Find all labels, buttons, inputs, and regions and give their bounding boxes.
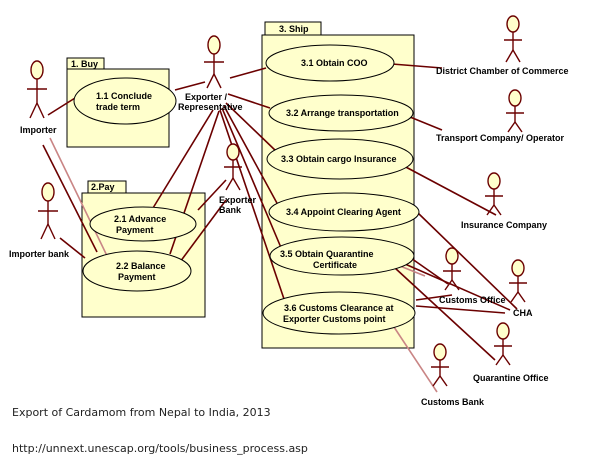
use-case-2-2: 2.2 Balance Payment xyxy=(82,250,192,292)
cha-figure xyxy=(509,259,527,303)
quarantine-figure xyxy=(494,322,512,366)
customs-bank-figure xyxy=(431,343,449,387)
package-pay-label: 2.Pay xyxy=(91,182,115,192)
package-pay: 2.Pay xyxy=(81,180,206,318)
use-case-3-3: 3.3 Obtain cargo Insurance xyxy=(266,138,414,180)
actor-customs-office: Customs Office xyxy=(439,247,506,305)
use-case-3-1: 3.1 Obtain COO xyxy=(265,44,395,82)
use-case-2-1-line1: 2.1 Advance xyxy=(114,214,166,224)
actor-importer-bank: Importer bank xyxy=(9,182,70,259)
exporter-label-line2: Representative xyxy=(178,102,243,112)
chamber-label: District Chamber of Commerce xyxy=(436,66,569,76)
use-case-3-2-line1: 3.2 Arrange transportation xyxy=(286,108,399,118)
actor-transport: Transport Company/ Operator xyxy=(436,89,565,143)
package-buy-label: 1. Buy xyxy=(71,59,98,69)
actor-exporter: Exporter / Representative xyxy=(178,35,243,112)
exporter-bank-label-line1: Exporter xyxy=(219,195,257,205)
exporter-bank-label-line2: Bank xyxy=(219,205,242,215)
use-case-3-4: 3.4 Appoint Clearing Agent xyxy=(268,192,420,232)
actor-cha: CHA xyxy=(509,259,533,318)
importer-figure xyxy=(27,60,47,119)
actor-importer: Importer xyxy=(20,60,57,135)
chamber-figure xyxy=(504,15,522,63)
use-case-3-2: 3.2 Arrange transportation xyxy=(268,94,414,132)
use-case-3-6-line2: Exporter Customs point xyxy=(283,314,386,324)
use-case-3-5-line2: Certificate xyxy=(313,260,357,270)
transport-figure xyxy=(506,89,524,133)
customs-office-figure xyxy=(443,247,461,291)
caption-source: http://unnext.unescap.org/tools/business… xyxy=(12,442,308,455)
actor-insurance: Insurance Company xyxy=(461,172,547,230)
customs-bank-label: Customs Bank xyxy=(421,397,485,407)
use-case-3-5: 3.5 Obtain Quarantine Certificate xyxy=(269,236,415,276)
use-case-3-6-line1: 3.6 Customs Clearance at xyxy=(284,303,394,313)
caption-title: Export of Cardamom from Nepal to India, … xyxy=(12,406,271,419)
use-case-1-1: 1.1 Conclude trade term xyxy=(73,77,177,125)
use-case-1-1-line2: trade term xyxy=(96,102,140,112)
use-case-3-1-line1: 3.1 Obtain COO xyxy=(301,58,368,68)
exporter-label-line1: Exporter / xyxy=(185,92,228,102)
cha-label: CHA xyxy=(513,308,533,318)
importer-bank-figure xyxy=(38,182,58,240)
use-case-3-5-line1: 3.5 Obtain Quarantine xyxy=(280,249,374,259)
use-case-2-2-line1: 2.2 Balance xyxy=(116,261,166,271)
importer-label: Importer xyxy=(20,125,57,135)
use-case-3-3-line1: 3.3 Obtain cargo Insurance xyxy=(281,154,397,164)
customs-office-label: Customs Office xyxy=(439,295,506,305)
importer-bank-label: Importer bank xyxy=(9,249,70,259)
package-ship-label: 3. Ship xyxy=(279,24,309,34)
actor-chamber: District Chamber of Commerce xyxy=(436,15,569,76)
transport-label: Transport Company/ Operator xyxy=(436,133,565,143)
insurance-figure xyxy=(485,172,503,216)
use-case-1-1-line1: 1.1 Conclude xyxy=(96,91,152,101)
exporter-bank-figure xyxy=(224,143,242,191)
actor-exporter-bank: Exporter Bank xyxy=(219,143,257,215)
quarantine-label: Quarantine Office xyxy=(473,373,549,383)
use-case-3-6: 3.6 Customs Clearance at Exporter Custom… xyxy=(262,291,416,335)
use-case-3-4-line1: 3.4 Appoint Clearing Agent xyxy=(286,207,401,217)
insurance-label: Insurance Company xyxy=(461,220,547,230)
use-case-2-2-line2: Payment xyxy=(118,272,156,282)
associations xyxy=(42,63,518,393)
actor-quarantine: Quarantine Office xyxy=(473,322,549,383)
use-case-2-1-line2: Payment xyxy=(116,225,154,235)
actor-customs-bank: Customs Bank xyxy=(421,343,485,407)
use-case-2-1: 2.1 Advance Payment xyxy=(89,206,197,242)
exporter-figure xyxy=(204,35,224,89)
